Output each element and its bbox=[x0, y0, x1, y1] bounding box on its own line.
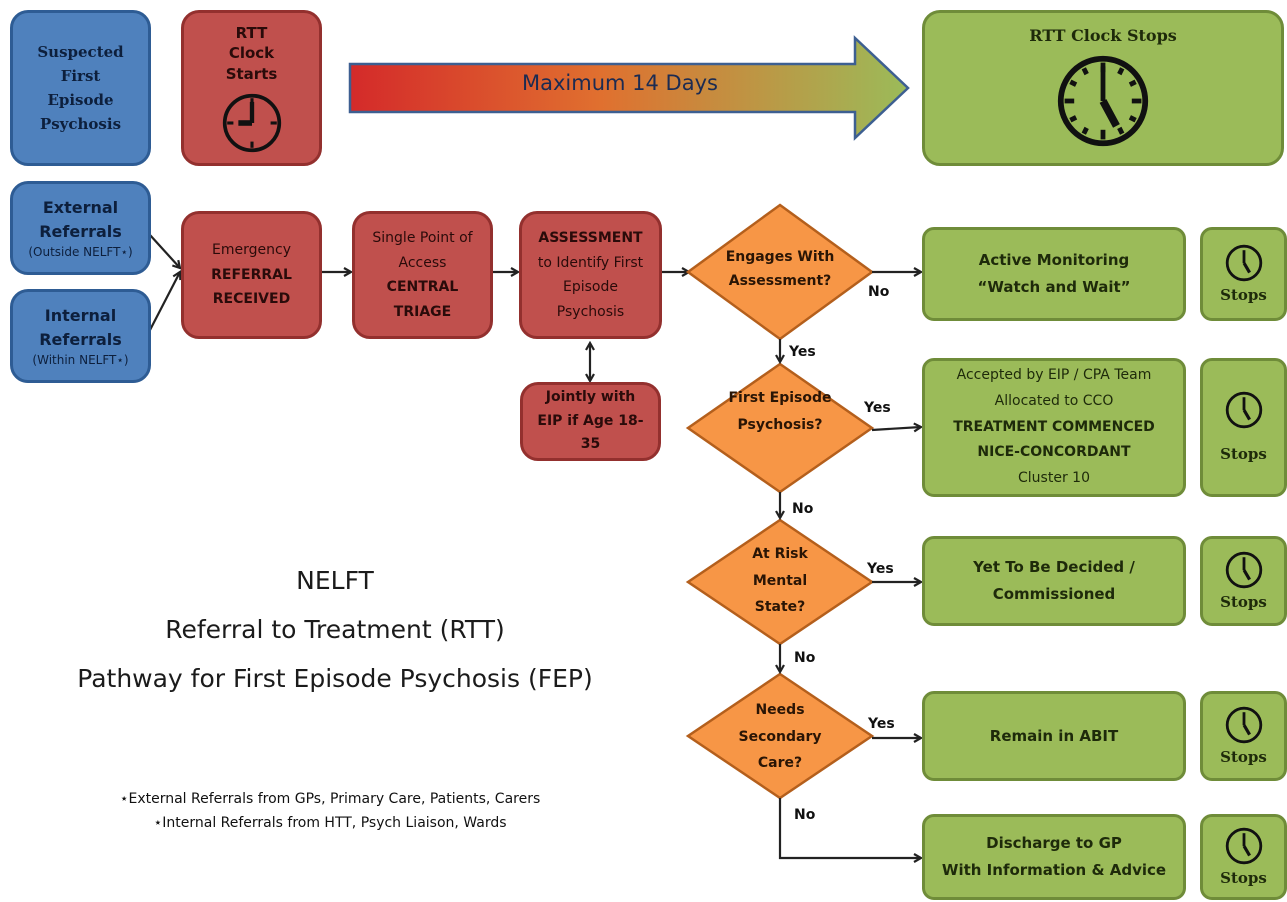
arms-yes-label: Yes bbox=[867, 561, 894, 577]
external-referrals-title: External Referrals bbox=[39, 197, 122, 241]
stops-label: Stops bbox=[1220, 868, 1267, 887]
assessment-detail: to Identify First Episode Psychosis bbox=[537, 254, 644, 320]
internal-referrals-title: Internal Referrals bbox=[39, 305, 122, 349]
external-referrals-box: External Referrals (Outside NELFT⋆) bbox=[10, 181, 151, 275]
single-point-label: Single Point of Access bbox=[372, 230, 473, 271]
stops-box: Stops bbox=[1200, 691, 1287, 781]
suspected-fep-label: Suspected First Episode Psychosis bbox=[37, 43, 124, 133]
emergency-label: Emergency bbox=[212, 242, 291, 259]
diagram-title-org: NELFT bbox=[296, 566, 374, 595]
fep-no-label: No bbox=[792, 501, 814, 517]
central-triage-label: CENTRAL TRIAGE bbox=[386, 279, 459, 320]
yet-to-be-decided-label: Yet To Be Decided / bbox=[973, 558, 1135, 576]
at-risk-label: At Risk Mental State? bbox=[752, 546, 808, 616]
engages-no-label: No bbox=[868, 284, 890, 300]
clock-icon bbox=[1225, 244, 1262, 282]
diagram-title-pathway: Pathway for First Episode Psychosis (FEP… bbox=[77, 664, 593, 693]
clock-icon bbox=[1225, 551, 1262, 589]
suspected-fep-box: Suspected First Episode Psychosis bbox=[10, 10, 151, 166]
active-monitoring-box: Active Monitoring “Watch and Wait” bbox=[922, 227, 1186, 321]
remain-abit-label: Remain in ABIT bbox=[989, 726, 1119, 745]
first-episode-label: First Episode Psychosis? bbox=[728, 390, 832, 433]
stops-box: Stops bbox=[1200, 358, 1287, 497]
arrow-fep-yes bbox=[871, 427, 921, 430]
clock-starts-label: RTT Clock Starts bbox=[225, 24, 278, 83]
jointly-eip-box: Jointly with EIP if Age 18-35 bbox=[520, 382, 661, 461]
clock-icon bbox=[1225, 392, 1262, 429]
cluster-10-label: Cluster 10 bbox=[1018, 470, 1090, 487]
external-referrals-sub: (Outside NELFT⋆) bbox=[28, 244, 133, 259]
allocated-cco-label: Allocated to CCO bbox=[994, 392, 1114, 409]
stops-box: Stops bbox=[1200, 227, 1287, 321]
watch-and-wait-label: “Watch and Wait” bbox=[977, 278, 1131, 296]
arrow-internal-to-emergency bbox=[149, 272, 180, 331]
emergency-referral-box: Emergency REFERRAL RECEIVED bbox=[181, 211, 322, 339]
nice-concordant-label: NICE-CONCORDANT bbox=[977, 444, 1131, 461]
information-advice-label: With Information & Advice bbox=[941, 861, 1167, 879]
clock-stops-label: RTT Clock Stops bbox=[1029, 26, 1177, 45]
clock-icon bbox=[1057, 55, 1149, 146]
arrow-secondary-no bbox=[778, 798, 921, 858]
footnote-external: ⋆External Referrals from GPs, Primary Ca… bbox=[119, 791, 541, 807]
clock-icon bbox=[222, 93, 281, 152]
active-monitoring-label: Active Monitoring bbox=[978, 251, 1130, 269]
clock-starts-box: RTT Clock Starts bbox=[181, 10, 322, 166]
clock-stops-box: RTT Clock Stops bbox=[922, 10, 1284, 166]
stops-label: Stops bbox=[1220, 285, 1267, 304]
stops-label: Stops bbox=[1220, 747, 1267, 766]
clock-icon bbox=[1225, 827, 1262, 865]
maximum-days-label: Maximum 14 Days bbox=[522, 71, 718, 95]
maximum-days-arrow bbox=[348, 35, 910, 141]
assessment-box: ASSESSMENT to Identify First Episode Psy… bbox=[519, 211, 662, 339]
central-triage-box: Single Point of Access CENTRAL TRIAGE bbox=[352, 211, 493, 339]
footnote-internal: ⋆Internal Referrals from HTT, Psych Liai… bbox=[153, 815, 507, 831]
engages-label: Engages With Assessment? bbox=[725, 249, 835, 289]
secondary-yes-label: Yes bbox=[868, 716, 895, 732]
referral-received-label: REFERRAL RECEIVED bbox=[211, 266, 292, 308]
stops-label: Stops bbox=[1220, 592, 1267, 611]
yet-to-be-decided-box: Yet To Be Decided / Commissioned bbox=[922, 536, 1186, 626]
treatment-commenced-label: TREATMENT COMMENCED bbox=[953, 418, 1155, 435]
jointly-eip-label: Jointly with EIP if Age 18-35 bbox=[537, 388, 644, 453]
clock-icon bbox=[1225, 706, 1262, 744]
internal-referrals-sub: (Within NELFT⋆) bbox=[32, 352, 129, 367]
internal-referrals-box: Internal Referrals (Within NELFT⋆) bbox=[10, 289, 151, 383]
discharge-gp-label: Discharge to GP bbox=[986, 834, 1122, 852]
stops-box: Stops bbox=[1200, 536, 1287, 626]
arrow-external-to-emergency bbox=[149, 234, 180, 268]
remain-abit-box: Remain in ABIT bbox=[922, 691, 1186, 781]
stops-label: Stops bbox=[1220, 445, 1267, 464]
stops-box: Stops bbox=[1200, 814, 1287, 900]
engages-yes-label: Yes bbox=[789, 344, 816, 360]
commissioned-label: Commissioned bbox=[992, 585, 1116, 603]
arms-no-label: No bbox=[794, 650, 816, 666]
accepted-eip-label: Accepted by EIP / CPA Team bbox=[956, 366, 1152, 383]
secondary-care-label: Needs Secondary Care? bbox=[738, 702, 822, 772]
fep-yes-label: Yes bbox=[864, 400, 891, 416]
accepted-eip-box: Accepted by EIP / CPA Team Allocated to … bbox=[922, 358, 1186, 497]
discharge-gp-box: Discharge to GP With Information & Advic… bbox=[922, 814, 1186, 900]
assessment-label: ASSESSMENT bbox=[538, 230, 643, 246]
diagram-title-rtt: Referral to Treatment (RTT) bbox=[165, 615, 505, 644]
secondary-no-label: No bbox=[794, 807, 816, 823]
